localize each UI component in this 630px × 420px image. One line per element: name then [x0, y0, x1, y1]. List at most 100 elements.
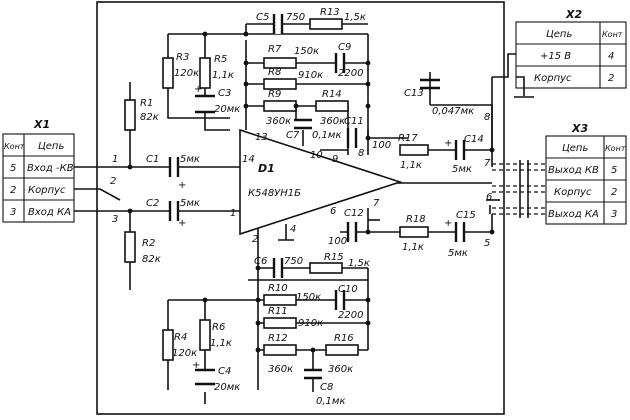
x2-row2-pin: 2: [608, 73, 614, 84]
x3-row3-pin: 3: [611, 209, 617, 220]
resistor-r10: [263, 294, 297, 306]
value-c11: 100: [372, 140, 391, 151]
polarity-c15: +: [444, 218, 452, 229]
value-r18: 1,1к: [402, 242, 424, 253]
x1-row3-pin: 3: [10, 207, 16, 218]
value-c1: 5мк: [180, 154, 200, 165]
value-r8: 910к: [298, 70, 323, 81]
value-c3: 20мк: [214, 104, 240, 115]
value-r5: 1,1к: [212, 70, 234, 81]
label-r17: R17: [398, 133, 418, 144]
label-r6: R6: [212, 322, 225, 333]
value-c6: 750: [284, 256, 303, 267]
resistor-r9: [263, 100, 297, 112]
resistor-r13: [309, 18, 343, 30]
value-r9: 360к: [266, 116, 291, 127]
node-7: 7: [484, 158, 491, 169]
pin-14: 14: [242, 154, 255, 165]
node-1: 1: [112, 154, 118, 165]
value-c12: 100: [328, 236, 347, 247]
label-r15: R15: [324, 252, 344, 263]
resistor-r16: [325, 344, 359, 356]
polarity-c2: +: [178, 218, 186, 229]
value-r10: 150к: [296, 292, 321, 303]
x1-row1-pin: 5: [10, 163, 16, 174]
value-r3: 120к: [174, 68, 199, 79]
x3-title: X3: [571, 122, 588, 135]
value-c15: 5мк: [448, 248, 468, 259]
label-r8: R8: [268, 67, 281, 78]
x1-row2-pin: 2: [10, 185, 16, 196]
pin-1: 1: [230, 208, 236, 219]
x3-row1-circuit: Выход КВ: [548, 165, 599, 176]
label-c14: C14: [464, 134, 484, 145]
polarity-c1: +: [178, 180, 186, 191]
x3-row1-pin: 5: [611, 165, 617, 176]
label-c2: C2: [146, 198, 159, 209]
value-r6: 1,1к: [210, 338, 232, 349]
label-r14: R14: [322, 89, 342, 100]
pin-9: 9: [332, 154, 338, 165]
output-dashed-lines: [492, 160, 546, 218]
label-c10: C10: [338, 284, 358, 295]
label-r10: R10: [268, 283, 288, 294]
resistors: R1 82к R2 82к R3 120к R4 120к R5 1,1к R6…: [124, 7, 429, 375]
x1-row2-circuit: Корпус: [28, 185, 66, 196]
label-r2: R2: [142, 238, 155, 249]
pin-7: 7: [373, 198, 380, 209]
value-r1: 82к: [140, 112, 159, 123]
resistor-r14: [315, 100, 349, 112]
label-c11: C11: [344, 116, 364, 127]
value-r4: 120к: [172, 348, 197, 359]
resistor-r1: [124, 99, 136, 131]
value-r2: 82к: [142, 254, 161, 265]
label-c4: C4: [218, 366, 231, 377]
value-r12: 360к: [268, 364, 293, 375]
x2-row1-circuit: +15 В: [540, 51, 571, 62]
x1-row1-circuit: Вход -КВ: [27, 163, 74, 174]
label-c9: C9: [338, 42, 351, 53]
label-r13: R13: [320, 7, 340, 18]
x1-title: X1: [33, 118, 50, 131]
polarity-c14: +: [444, 138, 452, 149]
value-c14: 5мк: [452, 164, 472, 175]
resistor-r5: [199, 57, 211, 89]
pin-4: 4: [290, 224, 296, 235]
label-c6: C6: [254, 256, 267, 267]
resistor-r2: [124, 231, 136, 263]
label-r5: R5: [214, 54, 227, 65]
x2-row2-circuit: Корпус: [534, 73, 572, 84]
label-r18: R18: [406, 214, 426, 225]
resistor-r15: [309, 262, 343, 274]
resistor-r6: [199, 319, 211, 351]
node-5: 5: [484, 238, 490, 249]
label-c1: C1: [146, 154, 159, 165]
label-r12: R12: [268, 333, 288, 344]
value-c13: 0,047мк: [432, 106, 474, 117]
label-c8: C8: [320, 382, 333, 393]
label-r1: R1: [140, 98, 153, 109]
label-r11: R11: [268, 306, 288, 317]
polarity-c3: +: [194, 84, 202, 95]
node-3: 3: [112, 214, 118, 225]
junction-dots: [127, 31, 495, 353]
value-c7: 0,1мк: [312, 130, 342, 141]
label-r9: R9: [268, 89, 281, 100]
x2-title: X2: [565, 8, 582, 21]
x2-header-pin: Конт: [602, 30, 623, 39]
resistor-r17: [399, 144, 429, 156]
label-c15: C15: [456, 210, 476, 221]
connector-x2: X2 Цепь Конт +15 В 4 Корпус 2: [515, 8, 627, 89]
resistor-r18: [399, 226, 429, 238]
node-6: 6: [486, 192, 492, 203]
ic-ref: D1: [258, 162, 275, 175]
x3-header-circuit: Цепь: [562, 143, 588, 154]
value-r17: 1,1к: [400, 160, 422, 171]
resistor-r4: [162, 329, 174, 361]
value-r15: 1,5к: [348, 258, 370, 269]
pin-8: 8: [358, 148, 364, 159]
pin-10: 10: [310, 150, 323, 161]
x2-header-circuit: Цепь: [546, 29, 572, 40]
label-r3: R3: [176, 52, 189, 63]
